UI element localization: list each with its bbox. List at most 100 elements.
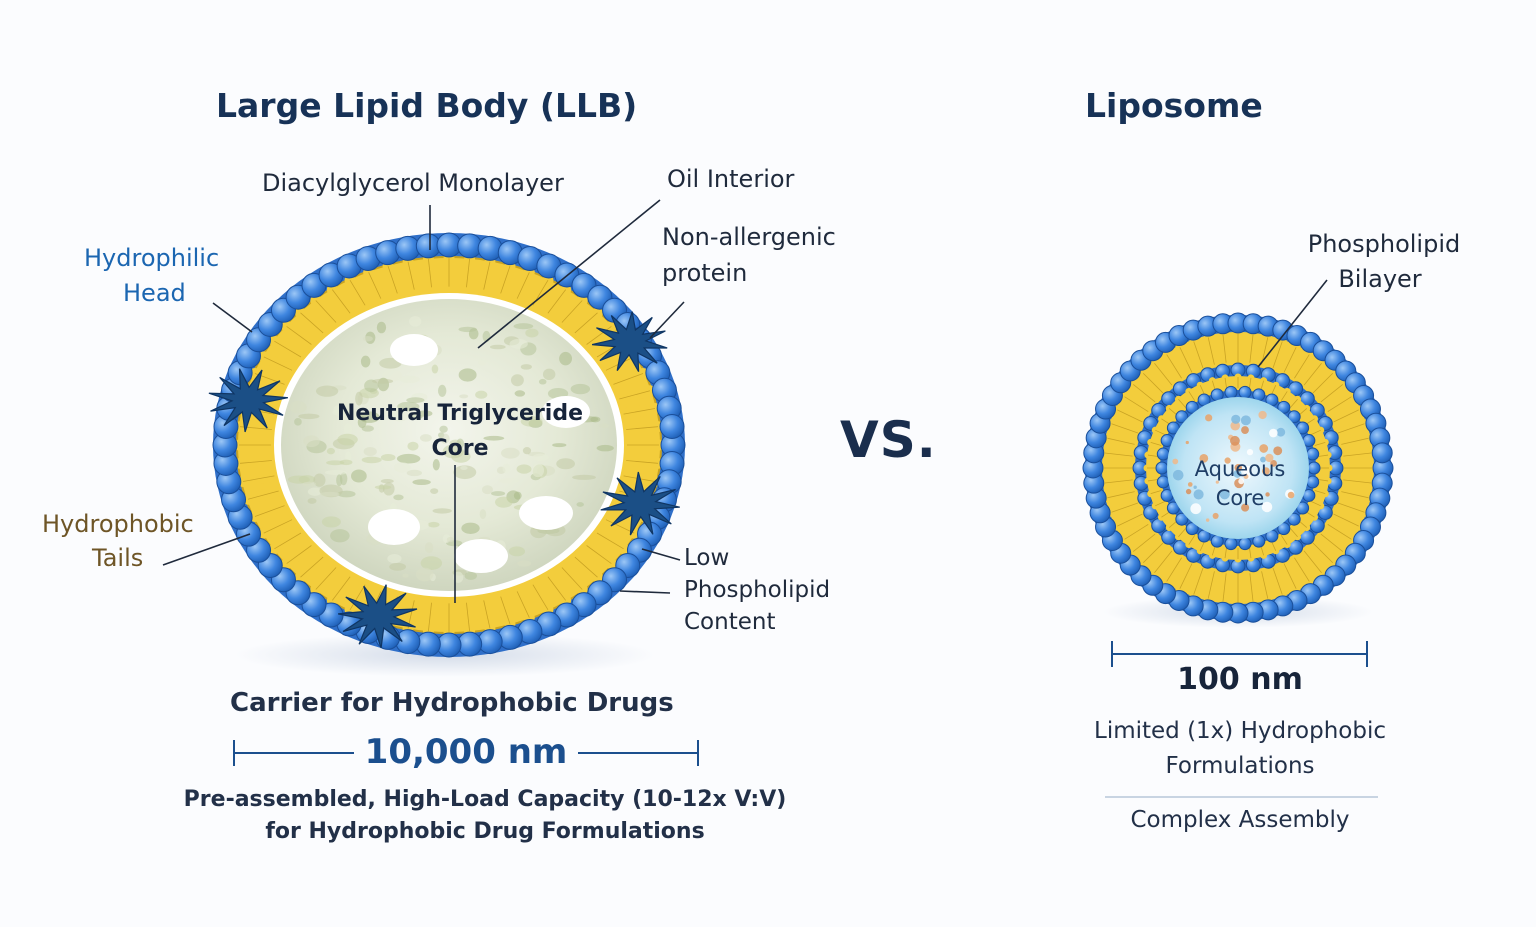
oil-speckle <box>417 410 433 417</box>
oil-speckle <box>513 323 534 330</box>
oil-speckle <box>376 321 387 334</box>
liposome-outer-tail-edge <box>1320 384 1344 403</box>
oil-speckle <box>432 459 440 471</box>
oil-speckle <box>361 425 374 432</box>
llb-tail-edge <box>547 289 566 314</box>
core-particle <box>1240 415 1251 426</box>
liposome-size: 100 nm <box>1177 662 1303 697</box>
llb-tail-edge <box>500 266 511 294</box>
liposome-outer-tail-edge <box>1272 341 1283 369</box>
oil-speckle <box>397 401 420 412</box>
oil-speckle <box>319 491 340 497</box>
llb-scale-bar <box>233 740 699 766</box>
oil-speckle <box>489 344 506 350</box>
liposome-outer-tail-edge <box>1142 542 1164 564</box>
liposome-inner-tail-edge <box>1310 500 1321 507</box>
liposome-inner-tail-edge <box>1150 441 1162 446</box>
oil-speckle <box>495 496 513 508</box>
oil-speckle <box>427 521 440 528</box>
oil-speckle <box>525 328 539 338</box>
llb-tail-edge <box>561 300 583 323</box>
liposome-outer-tail-edge <box>1341 437 1369 445</box>
oil-speckle <box>363 446 377 457</box>
llb-tail-edge <box>574 556 598 578</box>
liposome-inner-head-bead <box>1238 537 1252 551</box>
llb-tail-edge <box>254 505 285 517</box>
liposome-outer-tail-edge <box>1117 409 1143 423</box>
liposome-outer-tail-edge <box>1142 372 1164 394</box>
label-hydrophilic-line2: Head <box>123 279 186 307</box>
oil-speckle <box>517 560 532 567</box>
core-particle <box>1193 485 1197 489</box>
llb-title: Large Lipid Body (LLB) <box>216 86 638 125</box>
llb-tail-edge <box>483 600 491 629</box>
liposome-inner-tail-edge <box>1317 454 1329 458</box>
llb-tail-edge <box>239 460 272 464</box>
llb-desc-line1: Pre-assembled, High-Load Capacity (10-12… <box>183 787 787 812</box>
oil-speckle <box>390 410 409 422</box>
label-aqueous-line2: Core <box>1215 486 1265 510</box>
liposome-outer-tail-edge <box>1154 362 1173 386</box>
oil-speckle <box>326 460 345 466</box>
llb-tail-edge <box>500 596 511 624</box>
liposome-outer-tail-edge <box>1111 423 1139 434</box>
oil-speckle <box>420 556 443 570</box>
liposome-outer-tail-edge <box>1117 513 1143 527</box>
liposome-outer-tail-edge <box>1303 550 1322 574</box>
oil-speckle <box>294 418 302 426</box>
liposome-outer-tail-edge <box>1166 557 1182 582</box>
liposome-inner-tail-edge <box>1150 490 1162 495</box>
liposome-inner-tail-edge <box>1314 441 1326 446</box>
oil-speckle <box>453 465 477 480</box>
oil-speckle <box>287 475 310 484</box>
label-bilayer-line2: Bilayer <box>1338 265 1422 293</box>
llb-tail-edge <box>315 567 337 590</box>
leader-low-2 <box>619 590 671 594</box>
core-particle <box>1258 410 1267 420</box>
oil-speckle <box>424 542 434 554</box>
oil-speckle <box>572 474 596 480</box>
llb-tail-edge <box>516 591 530 618</box>
label-protein-line1: Non-allergenic <box>662 223 836 251</box>
liposome-outer-head-ring <box>1082 312 1394 624</box>
oil-speckle <box>440 433 450 444</box>
core-particle <box>1185 440 1189 445</box>
liposome-outer-tail-edge <box>1341 491 1369 499</box>
oil-speckle <box>482 485 493 495</box>
llb-tail-edge <box>574 312 598 334</box>
liposome-outer-tail-edge <box>1111 502 1139 513</box>
oil-speckle <box>522 447 532 455</box>
liposome-inner-tail-edge <box>1290 528 1298 538</box>
label-low-line1: Low <box>684 545 730 571</box>
llb-tail-edge <box>332 289 351 314</box>
liposome-inner-tail-edge <box>1224 377 1228 389</box>
label-aqueous-line1: Aqueous <box>1194 457 1286 481</box>
oil-speckle <box>479 509 487 520</box>
oil-speckle <box>409 316 422 327</box>
core-particle <box>1215 480 1219 484</box>
liposome-inner-tail-edge <box>1224 547 1228 559</box>
oil-speckle <box>552 443 567 448</box>
liposome-inner-tail-edge <box>1188 535 1196 545</box>
oil-speckle <box>502 463 511 474</box>
liposome-outer-tail-edge <box>1283 347 1297 373</box>
llb-tail-edge <box>613 373 644 385</box>
oil-speckle <box>406 397 425 403</box>
liposome-outer-tail-edge <box>1222 573 1227 602</box>
core-particle <box>1185 488 1192 495</box>
oil-speckle <box>538 378 547 385</box>
llb-tail-edge <box>626 426 659 430</box>
oil-speckle <box>315 385 339 397</box>
leader-protein <box>649 301 685 339</box>
liposome-inner-head-bead <box>1175 512 1189 526</box>
core-particle <box>1270 459 1277 467</box>
leader-hydrophilic-head <box>212 302 253 333</box>
liposome-inner-head-bead <box>1238 385 1252 399</box>
llb-head-ring <box>212 232 686 658</box>
liposome-inner-tail-edge <box>1314 490 1326 495</box>
oil-speckle <box>464 571 477 580</box>
core-particle <box>1261 501 1273 513</box>
llb-tail-edge <box>332 576 351 601</box>
liposome-title: Liposome <box>1085 86 1263 125</box>
liposome-outer-tail-edge <box>1207 337 1215 365</box>
